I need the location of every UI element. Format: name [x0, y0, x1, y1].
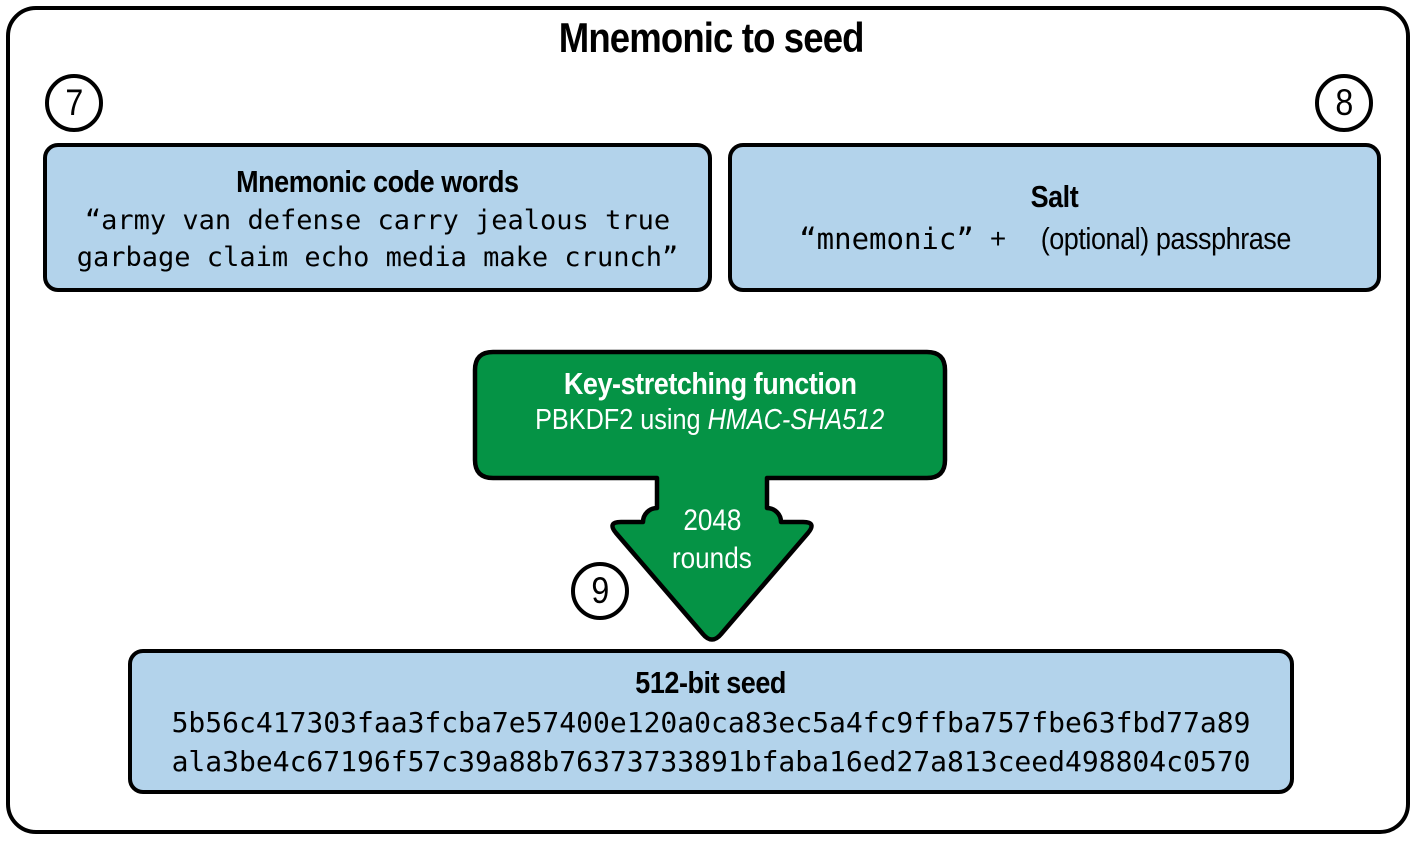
- plus-sign: +: [989, 222, 1007, 254]
- key-stretching-heading: Key-stretching function: [563, 366, 857, 401]
- salt-box-heading: Salt: [1030, 178, 1079, 214]
- salt-mnemonic-literal: “mnemonic”: [799, 221, 974, 256]
- salt-passphrase-text: (optional) passphrase: [1040, 220, 1292, 256]
- step-badge-8-number: 8: [1335, 82, 1353, 123]
- salt-value-line: “mnemonic” + (optional) passphrase: [799, 219, 1310, 259]
- salt-box: Salt “mnemonic” + (optional) passphrase: [728, 143, 1381, 292]
- mnemonic-code-words-box: Mnemonic code words “army van defense ca…: [43, 143, 712, 292]
- pbkdf2-text: PBKDF2 using: [535, 404, 708, 436]
- seed-box-heading: 512-bit seed: [635, 664, 787, 700]
- step-badge-9: 9: [571, 562, 629, 620]
- rounds-count: 2048: [682, 504, 742, 537]
- step-badge-9-number: 9: [591, 570, 609, 611]
- rounds-label: 2048 rounds: [597, 502, 827, 578]
- diagram-title-text: Mnemonic to seed: [558, 14, 865, 61]
- mnemonic-words-line1: “army van defense carry jealous true: [84, 204, 671, 236]
- mnemonic-words-line2: garbage claim echo media make crunch”: [76, 241, 679, 273]
- step-badge-7: 7: [45, 74, 103, 132]
- outer-frame: [6, 6, 1410, 834]
- key-stretching-subtitle: PBKDF2 using HMAC-SHA512: [465, 404, 955, 437]
- diagram-title: Mnemonic to seed: [0, 14, 1422, 62]
- step-badge-7-number: 7: [65, 82, 83, 123]
- step-badge-8: 8: [1315, 74, 1373, 132]
- seed-hex-line2: ala3be4c67196f57c39a88b76373733891bfaba1…: [171, 744, 1251, 778]
- key-stretching-box-and-arrow-path: [472, 349, 948, 642]
- seed-box: 512-bit seed 5b56c417303faa3fcba7e57400e…: [128, 649, 1294, 794]
- hmac-sha512-text: HMAC-SHA512: [707, 404, 885, 436]
- key-stretching-shape: [472, 349, 948, 642]
- rounds-word: rounds: [672, 542, 752, 575]
- seed-hex-line1: 5b56c417303faa3fcba7e57400e120a0ca83ec5a…: [171, 705, 1251, 739]
- mnemonic-box-heading: Mnemonic code words: [236, 163, 519, 199]
